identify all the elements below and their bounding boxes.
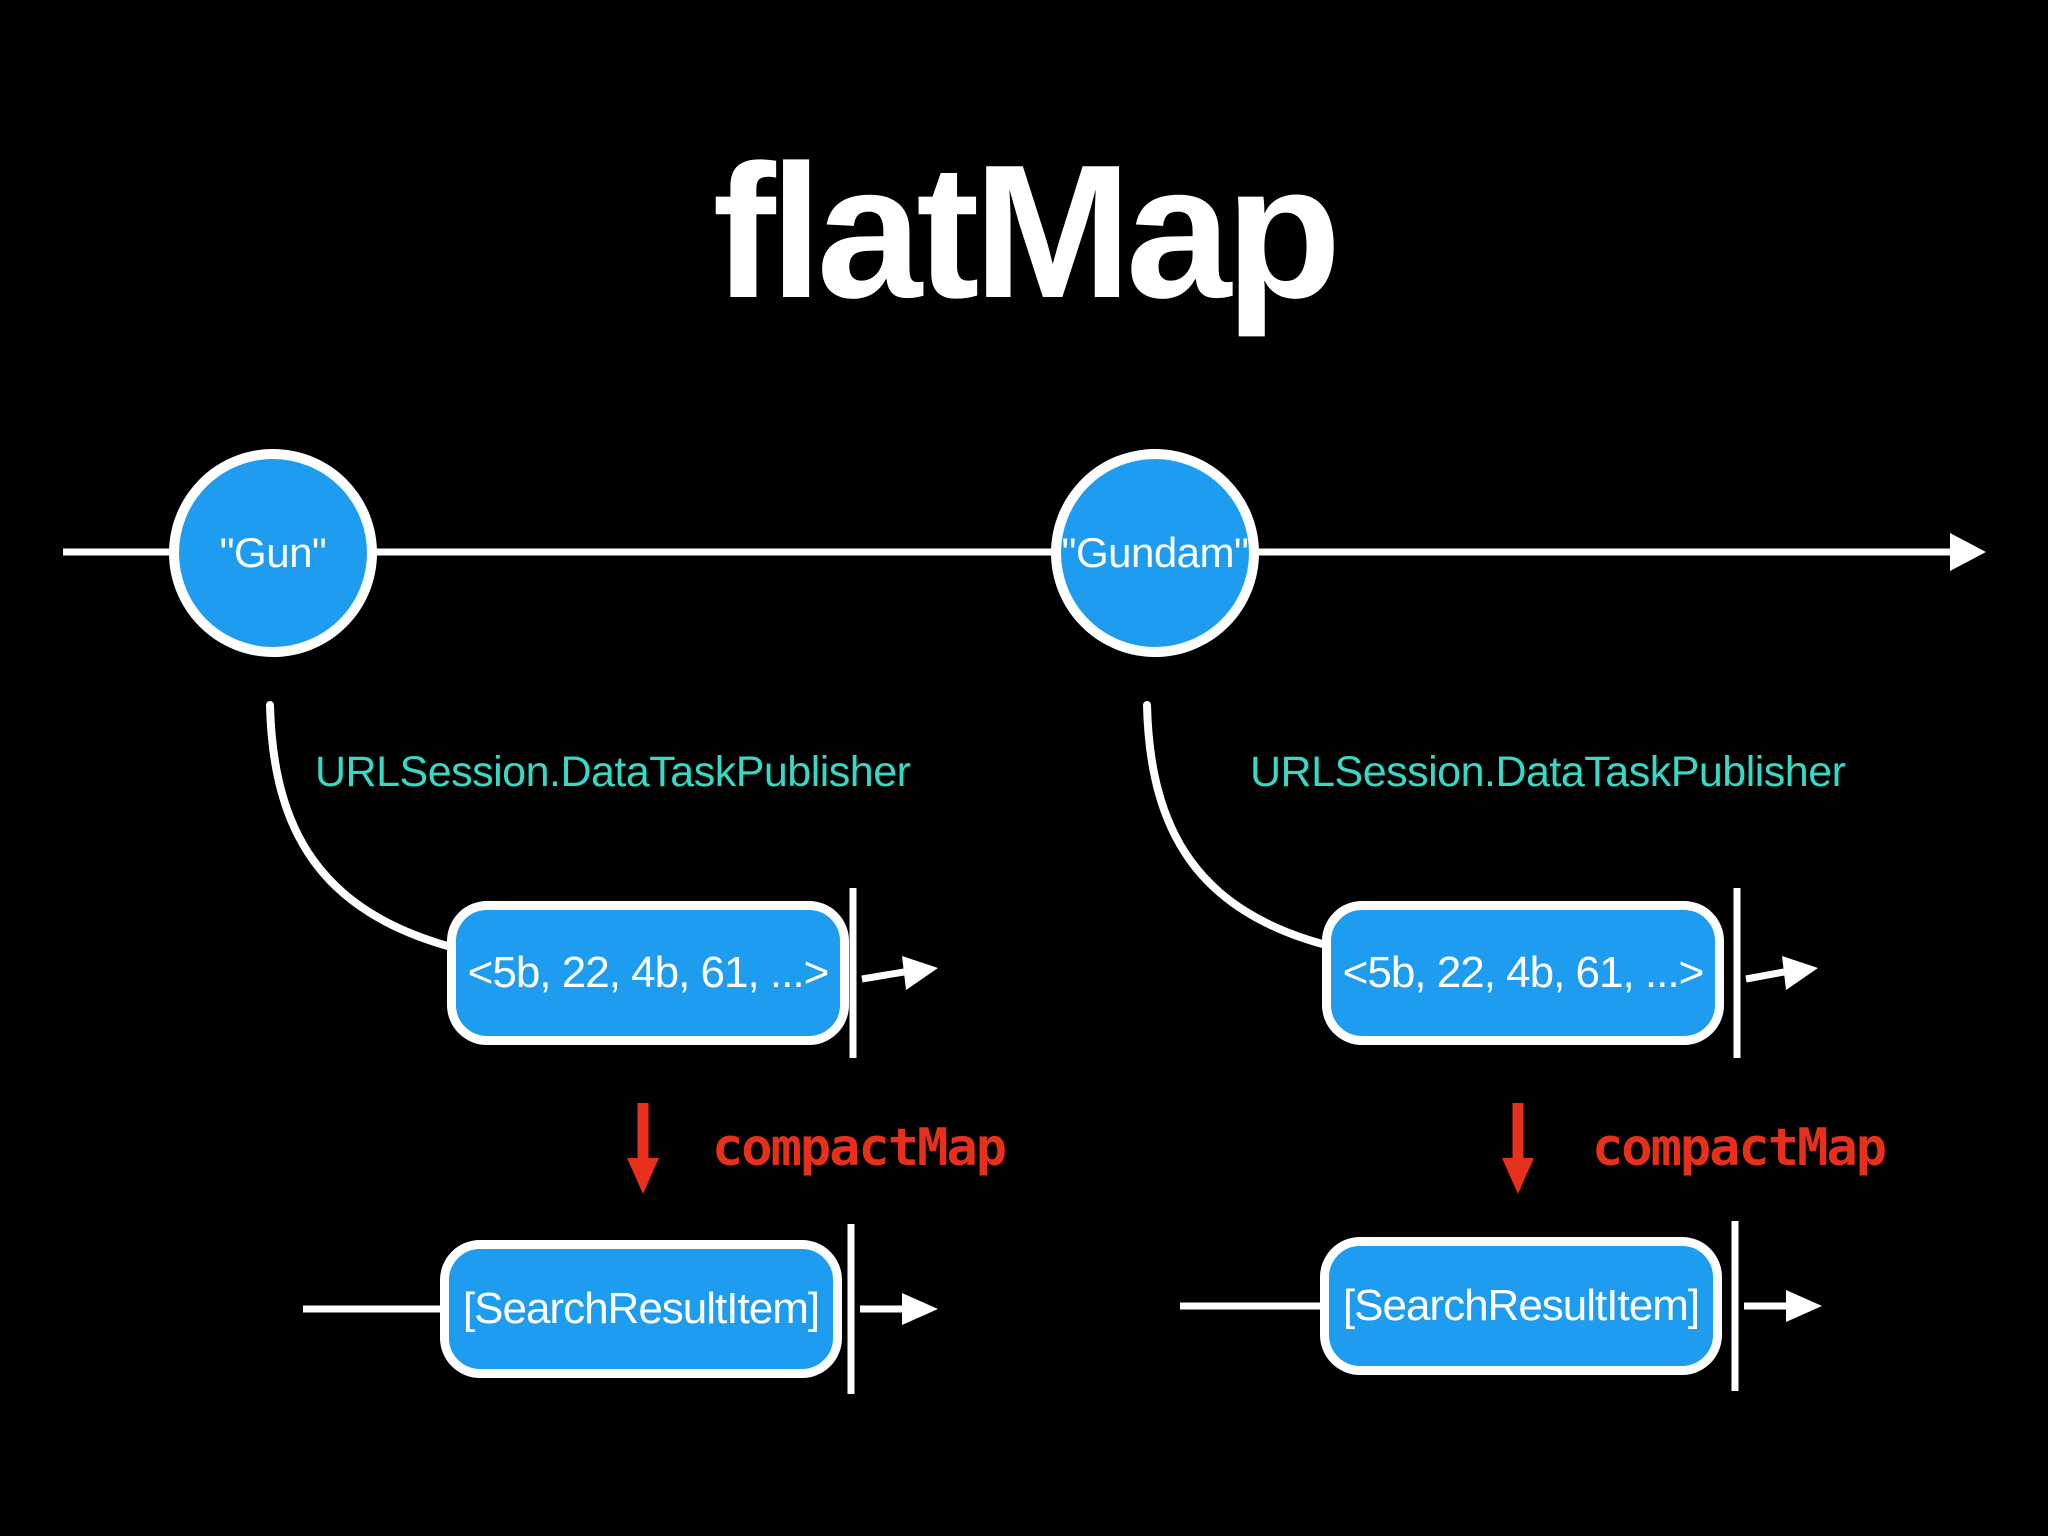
right-arrow-icon [1950,533,1986,571]
publisher-type-label-left: URLSession.DataTaskPublisher [315,748,911,796]
chunk-left-output-line [861,968,905,983]
operator-label-right: compactMap [1592,1118,1887,1178]
down-arrow-icon [627,1158,659,1194]
result-box-right: [SearchResultItem] [1320,1237,1722,1375]
chunk-right-output-line [1745,968,1785,983]
event-label: "Gun" [219,529,327,576]
down-arrow-icon [1502,1158,1534,1194]
right-arrow-icon [902,956,938,990]
right-arrow-icon [1782,956,1818,990]
timeline-event-gundam: "Gundam" [1051,449,1259,657]
result-box-left: [SearchResultItem] [440,1240,842,1378]
publisher-curve-right [1143,701,1334,950]
right-arrow-icon [1786,1290,1822,1322]
data-chunk-box-left: <5b, 22, 4b, 61, ...> [447,901,849,1045]
result-label: [SearchResultItem] [1342,1281,1700,1330]
right-arrow-icon [902,1293,938,1325]
timeline-event-gun: "Gun" [169,449,377,657]
publisher-type-label-right: URLSession.DataTaskPublisher [1250,748,1846,796]
data-chunk-label: <5b, 22, 4b, 61, ...> [1342,948,1705,997]
operator-label-left: compactMap [712,1118,1007,1178]
slide-title: flatMap [712,126,1342,338]
result-label: [SearchResultItem] [462,1284,820,1333]
publisher-curve-left [266,701,459,952]
data-chunk-label: <5b, 22, 4b, 61, ...> [467,948,830,997]
data-chunk-box-right: <5b, 22, 4b, 61, ...> [1322,901,1724,1045]
event-label: "Gundam" [1061,529,1249,576]
